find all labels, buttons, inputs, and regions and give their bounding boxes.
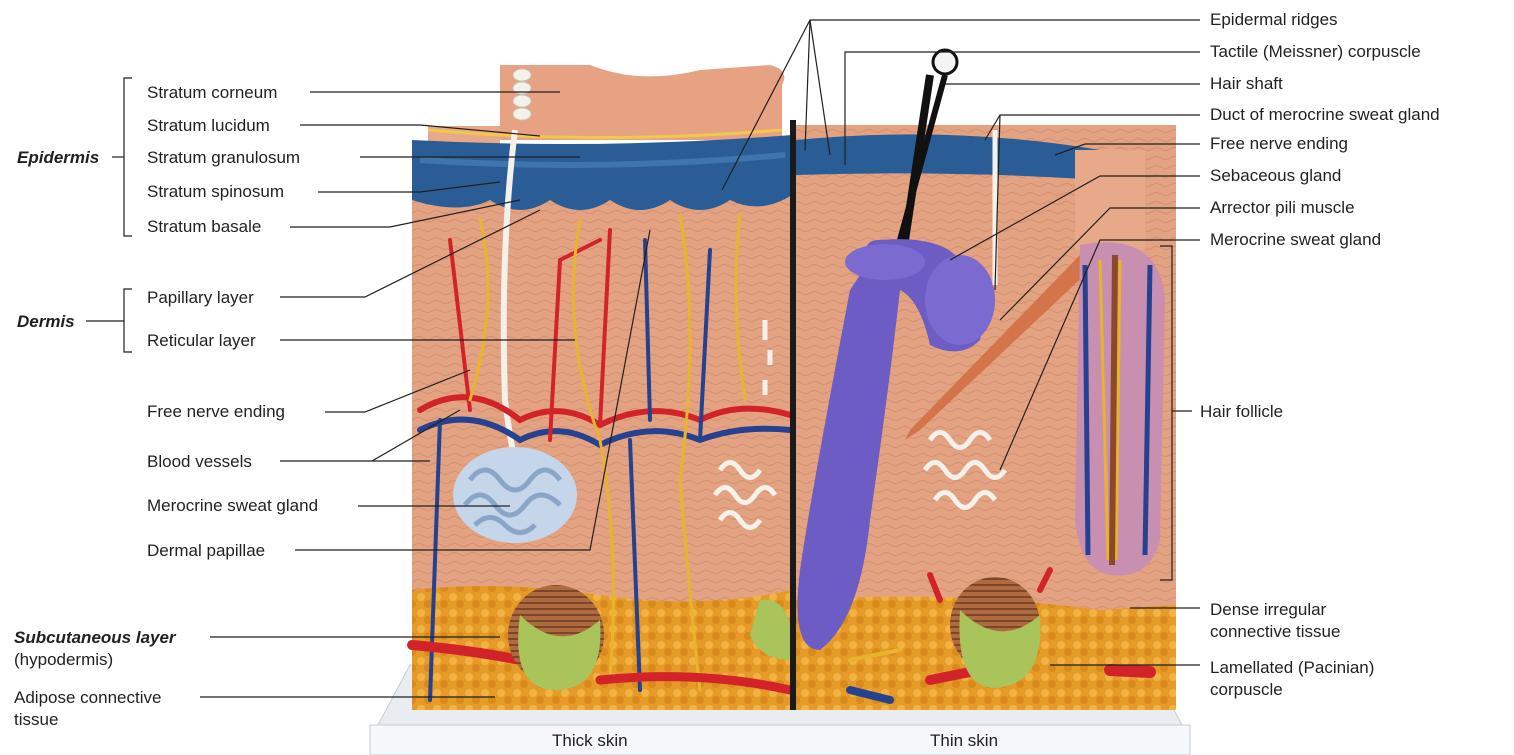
- label-hypodermis: (hypodermis): [14, 650, 113, 670]
- label-thick-skin: Thick skin: [552, 731, 628, 751]
- label-stratum-corneum: Stratum corneum: [147, 83, 277, 103]
- label-merocrine-sweat-gland-right: Merocrine sweat gland: [1210, 230, 1381, 250]
- label-dense-irregular-line1: Dense irregular: [1210, 600, 1326, 620]
- thin-skin-block: [796, 50, 1176, 710]
- label-free-nerve-ending-right: Free nerve ending: [1210, 134, 1348, 154]
- label-reticular-layer: Reticular layer: [147, 331, 256, 351]
- label-stratum-basale: Stratum basale: [147, 217, 261, 237]
- label-tactile-corpuscle: Tactile (Meissner) corpuscle: [1210, 42, 1421, 62]
- label-stratum-granulosum: Stratum granulosum: [147, 148, 300, 168]
- label-lamellated-line2: corpuscle: [1210, 680, 1283, 700]
- label-epidermis: Epidermis: [17, 148, 99, 168]
- label-stratum-lucidum: Stratum lucidum: [147, 116, 270, 136]
- label-stratum-spinosum: Stratum spinosum: [147, 182, 284, 202]
- label-blood-vessels: Blood vessels: [147, 452, 252, 472]
- label-papillary-layer: Papillary layer: [147, 288, 254, 308]
- label-subcutaneous-layer: Subcutaneous layer: [14, 628, 176, 648]
- label-dermis: Dermis: [17, 312, 75, 332]
- label-hair-follicle: Hair follicle: [1200, 402, 1283, 422]
- label-dermal-papillae: Dermal papillae: [147, 541, 265, 561]
- label-lamellated-line1: Lamellated (Pacinian): [1210, 658, 1374, 678]
- label-merocrine-sweat-gland-left: Merocrine sweat gland: [147, 496, 318, 516]
- label-arrector-pili: Arrector pili muscle: [1210, 198, 1355, 218]
- hair-follicle: [1075, 242, 1165, 575]
- label-dense-irregular-line2: connective tissue: [1210, 622, 1340, 642]
- label-duct-sweat-gland: Duct of merocrine sweat gland: [1210, 105, 1440, 125]
- label-epidermal-ridges: Epidermal ridges: [1210, 10, 1338, 30]
- thick-skin-block: [412, 65, 792, 710]
- thick-sweat-gland: [453, 447, 577, 543]
- label-thin-skin: Thin skin: [930, 731, 998, 751]
- label-hair-shaft: Hair shaft: [1210, 74, 1283, 94]
- label-sebaceous-gland: Sebaceous gland: [1210, 166, 1341, 186]
- label-adipose-line2: tissue: [14, 710, 58, 730]
- label-adipose-line1: Adipose connective: [14, 688, 161, 708]
- label-free-nerve-ending-left: Free nerve ending: [147, 402, 285, 422]
